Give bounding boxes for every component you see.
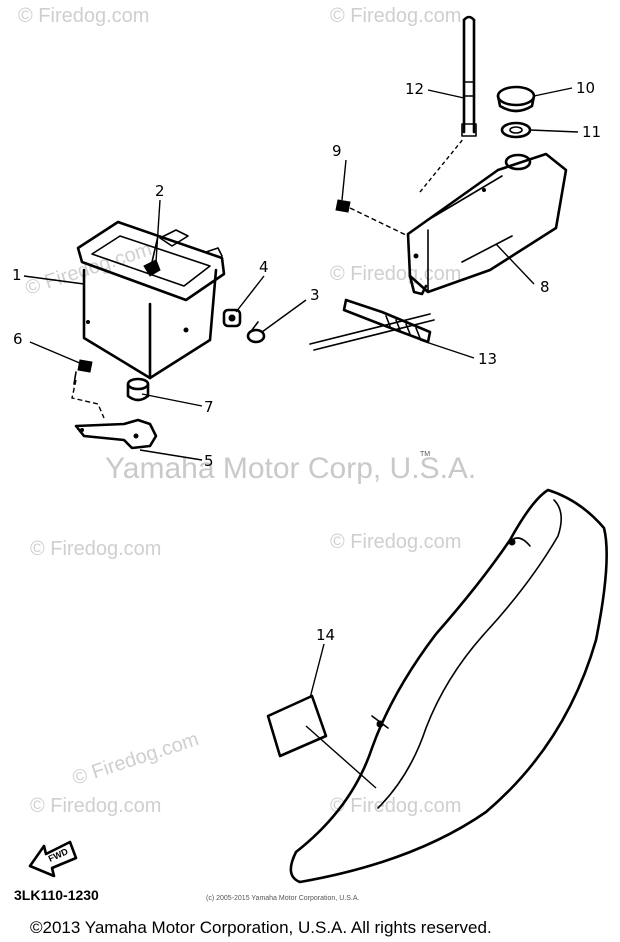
damper-4 [222,308,242,328]
fwd-arrow-icon: FWD [28,840,78,878]
battery-box [76,220,226,380]
callout-5: 5 [204,452,214,470]
callout-7: 7 [204,398,214,416]
watermark-tm: TM [420,451,430,458]
watermark-firedog: © Firedog.com [330,795,461,817]
callout-14: 14 [316,626,335,644]
watermark-yamaha: Yamaha Motor Corp, U.S.A. [105,452,476,485]
watermark-firedog: © Firedog.com [330,5,461,27]
callout-2: 2 [155,182,165,200]
watermark-firedog: © Firedog.com [70,728,202,790]
callout-1: 1 [12,266,22,284]
diagram-code: 3LK110-1230 [14,887,99,903]
callout-12: 12 [405,80,424,98]
callout-4: 4 [259,258,269,276]
callout-11: 11 [582,123,601,141]
bolt-6 [73,359,93,385]
label-14 [266,694,377,789]
watermark-firedog: © Firedog.com [30,795,161,817]
callout-3: 3 [310,286,320,304]
callouts: 1 2 3 4 5 6 7 8 9 10 11 12 13 14 [12,79,601,644]
callout-8: 8 [540,278,550,296]
damper-7 [126,377,150,402]
breather-pipe [461,15,477,137]
watermark-firedog: © Firedog.com [30,538,161,560]
grommet-3 [246,321,266,344]
callout-9: 9 [332,142,342,160]
callout-10: 10 [576,79,595,97]
cap-10 [496,85,536,113]
footer-copyright: ©2013 Yamaha Motor Corporation, U.S.A. A… [30,918,492,937]
watermark-firedog: © Firedog.com [330,531,461,553]
leader-lines [23,87,579,699]
small-copyright: (c) 2005-2015 Yamaha Motor Corporation, … [206,895,359,902]
band-13 [309,298,435,351]
callout-6: 6 [13,330,23,348]
watermark-firedog: © Firedog.com [330,263,461,285]
watermark-firedog: © Firedog.com [18,5,149,27]
reservoir-tank [406,152,568,296]
side-cover [289,488,608,884]
washer-11 [500,121,532,139]
watermark-layer: © Firedog.com © Firedog.com © Firedog.co… [18,5,476,817]
screw-9 [335,199,409,237]
callout-13: 13 [478,350,497,368]
bracket-5 [71,379,158,450]
